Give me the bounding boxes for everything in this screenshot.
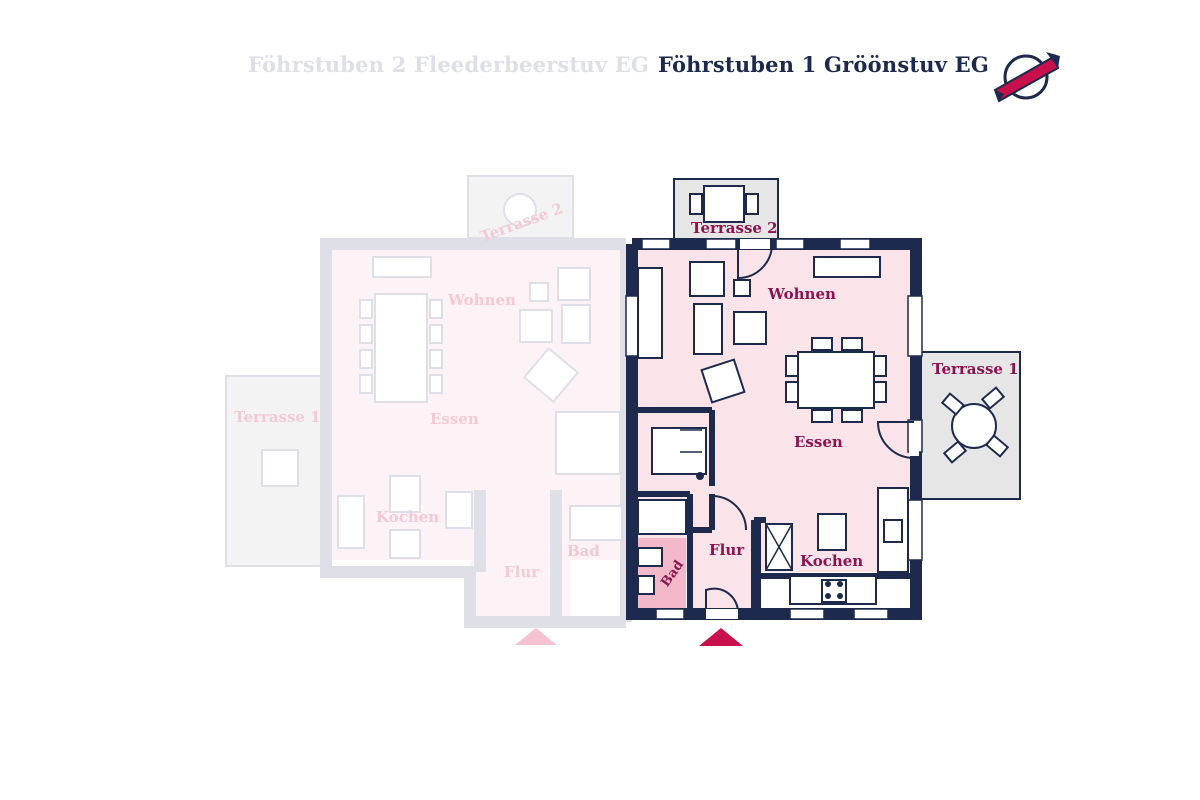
sofa [637,267,663,359]
armchair [733,311,767,345]
armchair [689,261,725,297]
active-floor-plan: Wohnen Essen Kochen Flur Terrasse 1 Terr… [625,178,1021,646]
faded-floor-plan: Wohnen Essen Kochen Flur Bad Terrasse 1 … [225,175,632,645]
faded-label-wohnen: Wohnen [447,291,516,309]
faded-label-kochen: Kochen [376,508,439,526]
terrace1-table [951,403,997,449]
shower [637,499,687,535]
entrance-marker[interactable] [699,628,743,646]
tv-board [813,256,881,278]
faded-entrance-marker [515,628,557,645]
entrance-door-opening[interactable] [706,609,738,619]
armchair [700,358,746,404]
faded-label-bad: Bad [567,542,600,560]
coffee-table [693,303,723,355]
terrace1-door-opening[interactable] [909,424,919,456]
terrace2-door-opening[interactable] [740,239,770,249]
dining-table [797,351,875,409]
label-kochen: Kochen [800,552,863,570]
label-essen: Essen [794,433,843,451]
sink-icon [883,519,903,543]
doors [705,243,915,615]
plan-title-faded[interactable]: Föhrstuben 2 Fleederbeerstuv EG [248,52,650,77]
label-flur: Flur [709,541,745,559]
plan-title-active[interactable]: Föhrstuben 1 Gröönstuv EG [658,52,989,77]
outer-walls [626,238,922,620]
burner [825,581,831,587]
stove [651,427,707,475]
label-terrasse2: Terrasse 2 [691,219,778,237]
side-table [733,279,751,297]
washbasin [637,547,663,567]
faded-furniture [337,256,623,559]
faded-label-essen: Essen [430,410,479,428]
faded-terrace1-table [261,449,299,487]
faded-label-flur: Flur [504,563,540,581]
faded-label-terrasse1: Terrasse 1 [234,408,321,426]
windows [625,238,923,620]
faded-terrace2-table [503,193,537,227]
terrace2-table [703,185,745,223]
kitchen-island [817,513,847,551]
toilet [637,575,655,595]
label-wohnen: Wohnen [767,285,836,303]
stove-pipe [696,472,704,480]
label-terrasse1: Terrasse 1 [932,360,1019,378]
brand-logo-icon [993,52,1060,103]
